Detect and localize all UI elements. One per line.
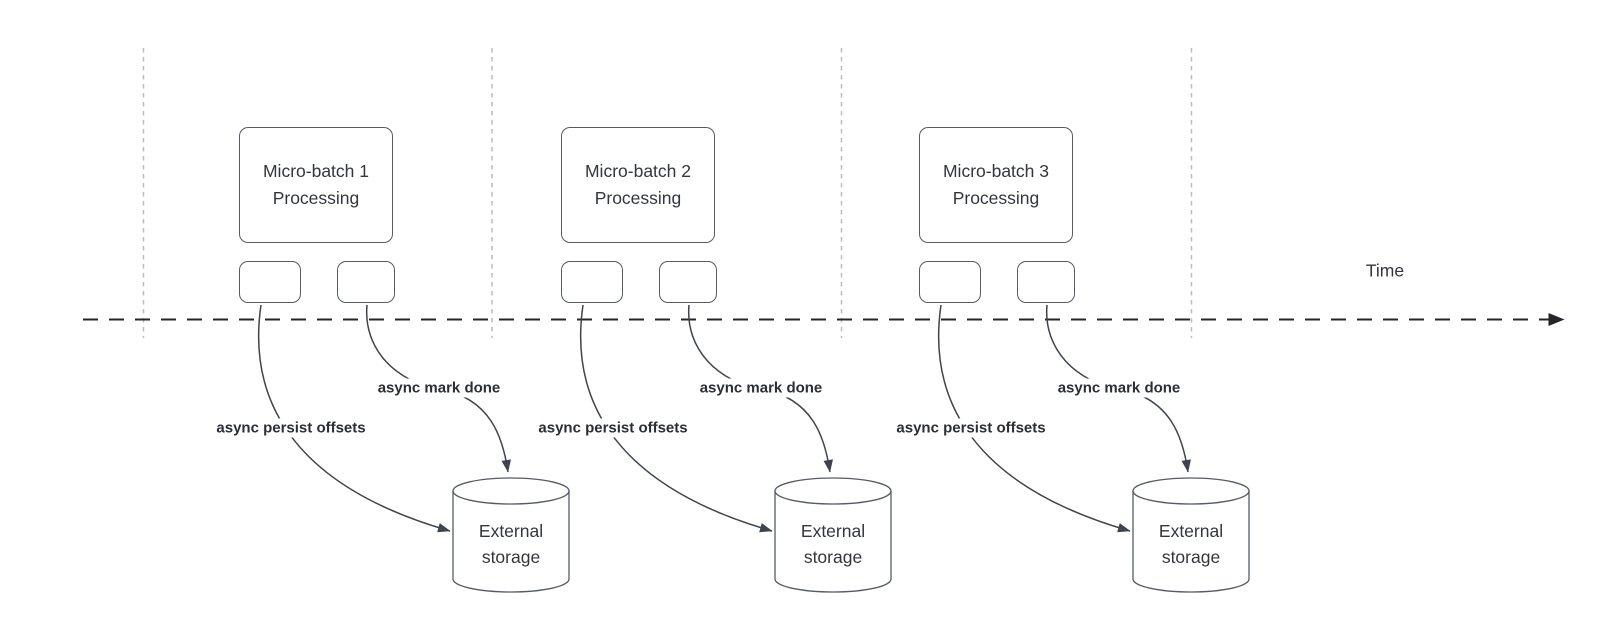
done-task-box (659, 261, 717, 303)
external-storage-cylinder-icon (452, 477, 570, 593)
persist-offsets-label: async persist offsets (893, 418, 1049, 438)
mark-done-label: async mark done (1054, 378, 1184, 398)
external-storage-label: External storage (478, 521, 544, 567)
external-storage-cylinder-icon (774, 477, 892, 593)
done-task-box (337, 261, 395, 303)
done-task-box (1017, 261, 1075, 303)
offset-task-box (239, 261, 301, 303)
external-storage-label: External storage (800, 521, 866, 567)
mark-done-label: async mark done (374, 378, 504, 398)
offset-task-box (919, 261, 981, 303)
interval-guide-lines (142, 48, 1193, 338)
processing-box: Micro-batch 1 Processing (239, 127, 393, 243)
persist-offsets-label: async persist offsets (535, 418, 691, 438)
offset-task-box (561, 261, 623, 303)
time-axis-label: Time (1365, 260, 1405, 281)
processing-box: Micro-batch 3 Processing (919, 127, 1073, 243)
external-storage-cylinder-icon (1132, 477, 1250, 593)
persist-offsets-label: async persist offsets (213, 418, 369, 438)
mark-done-label: async mark done (696, 378, 826, 398)
external-storage-label: External storage (1158, 521, 1224, 567)
processing-box: Micro-batch 2 Processing (561, 127, 715, 243)
